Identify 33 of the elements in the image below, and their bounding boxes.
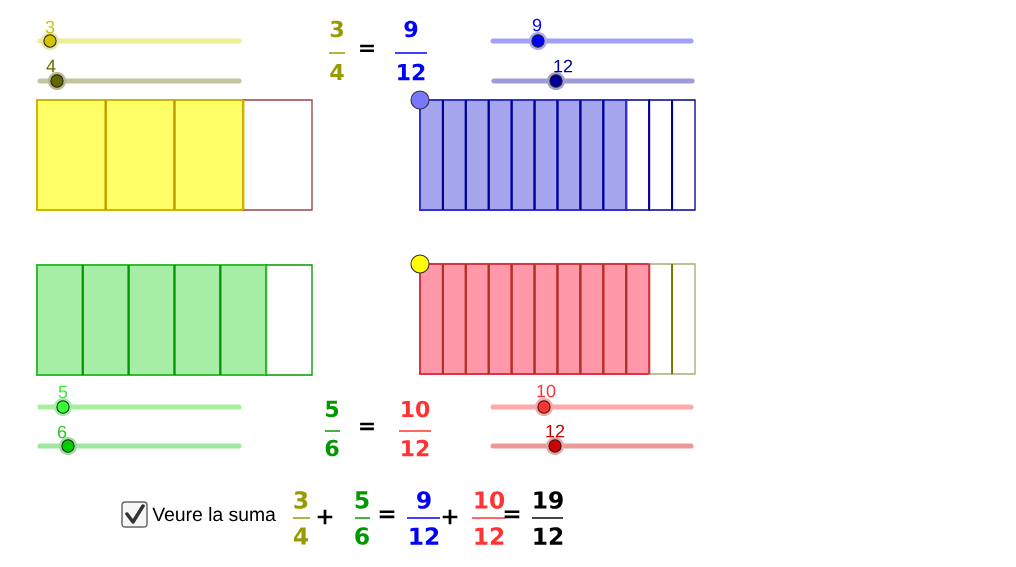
numerator: 5 bbox=[355, 491, 369, 509]
equals-sign: = bbox=[360, 44, 374, 53]
numerator: 5 bbox=[326, 400, 339, 418]
slider-value: 10 bbox=[537, 384, 556, 398]
slider-value: 5 bbox=[58, 385, 68, 399]
numerator: 10 bbox=[475, 491, 505, 509]
plus-sign: + bbox=[317, 509, 333, 525]
numerator: 3 bbox=[330, 20, 343, 38]
slider-value: 6 bbox=[57, 425, 67, 439]
denominator: 6 bbox=[355, 527, 369, 545]
numerator: 19 bbox=[534, 491, 563, 509]
denominator: 12 bbox=[398, 63, 425, 81]
slider-value: 9 bbox=[532, 18, 542, 32]
equals-sign: = bbox=[360, 422, 374, 431]
denominator: 12 bbox=[534, 527, 563, 545]
numerator: 9 bbox=[404, 20, 418, 38]
numerator: 3 bbox=[294, 491, 308, 509]
denominator: 6 bbox=[325, 439, 339, 457]
numerator: 10 bbox=[402, 400, 430, 418]
checkbox-label: Veure la suma bbox=[152, 507, 276, 522]
denominator: 4 bbox=[330, 64, 344, 80]
denominator: 12 bbox=[475, 527, 504, 545]
denominator: 12 bbox=[410, 527, 439, 545]
plus-sign: + bbox=[442, 509, 458, 525]
slider-value: 12 bbox=[554, 59, 573, 73]
denominator: 4 bbox=[293, 527, 309, 545]
slider-value: 4 bbox=[46, 59, 56, 73]
denominator: 12 bbox=[402, 439, 429, 457]
equals-sign: = bbox=[504, 510, 520, 519]
slider-value: 3 bbox=[45, 20, 55, 34]
equals-sign: = bbox=[379, 510, 395, 519]
slider-value: 12 bbox=[546, 424, 565, 438]
numerator: 9 bbox=[417, 491, 431, 509]
